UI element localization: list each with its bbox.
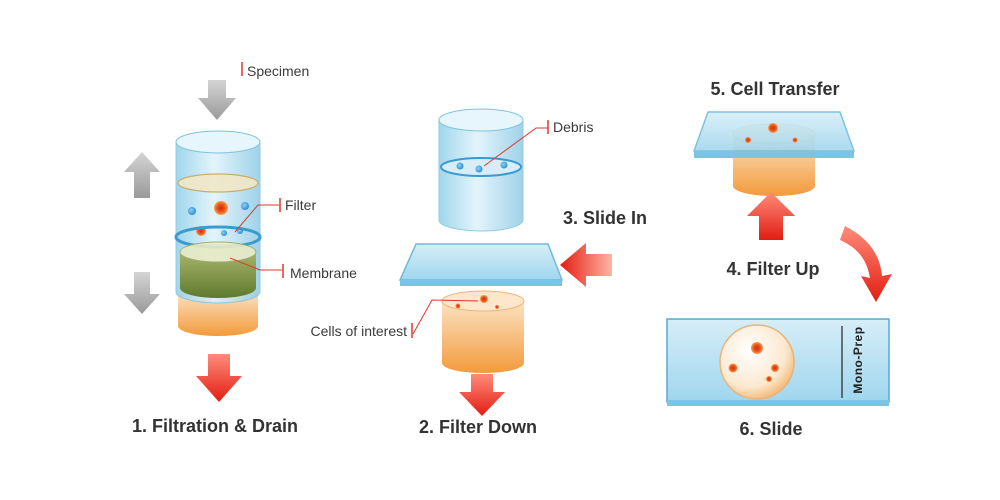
slide-in-arrow-icon	[560, 243, 612, 287]
step6-label: 6. Slide	[739, 419, 802, 439]
step1-label: 1. Filtration & Drain	[132, 416, 298, 436]
step3-label: 3. Slide In	[563, 208, 647, 228]
mono-prep-brand-label: Mono-Prep	[851, 326, 865, 393]
step3-group: 3. Slide In	[560, 208, 647, 287]
filter-label: Filter	[285, 197, 316, 213]
curved-transfer-arrow-icon	[840, 226, 892, 302]
membrane-shape	[180, 252, 256, 298]
filter-down-arrow-icon	[459, 374, 505, 416]
move-down-arrow-icon	[124, 272, 160, 314]
cells-cylinder-shape	[442, 301, 524, 373]
upper-filter-disc-shape	[177, 173, 259, 193]
drain-fluid-shape	[178, 292, 258, 336]
step5-label: 5. Cell Transfer	[710, 79, 839, 99]
cell-sample-disk-shape	[719, 324, 795, 400]
step6-group: Mono-Prep 6. Slide	[666, 318, 890, 439]
step4-label: 4. Filter Up	[726, 259, 819, 279]
move-up-arrow-icon	[124, 152, 160, 198]
filter-up-arrow-icon	[747, 192, 795, 240]
step2-group: Debris Cells of interest 2. Filter Down	[311, 108, 593, 437]
step1-group: Specimen Filter Membrane 1. Filtration &…	[124, 62, 357, 436]
membrane-label: Membrane	[290, 265, 357, 281]
debris-label: Debris	[553, 119, 593, 135]
specimen-label: Specimen	[247, 63, 309, 79]
drain-arrow-icon	[196, 354, 242, 402]
glass-slide-shape	[398, 243, 564, 281]
specimen-down-arrow-icon	[198, 80, 236, 120]
step5-group: 5. Cell Transfer	[692, 79, 856, 196]
step2-label: 2. Filter Down	[419, 417, 537, 437]
step4-group: 4. Filter Up	[726, 192, 820, 279]
cells-of-interest-label: Cells of interest	[311, 323, 408, 339]
